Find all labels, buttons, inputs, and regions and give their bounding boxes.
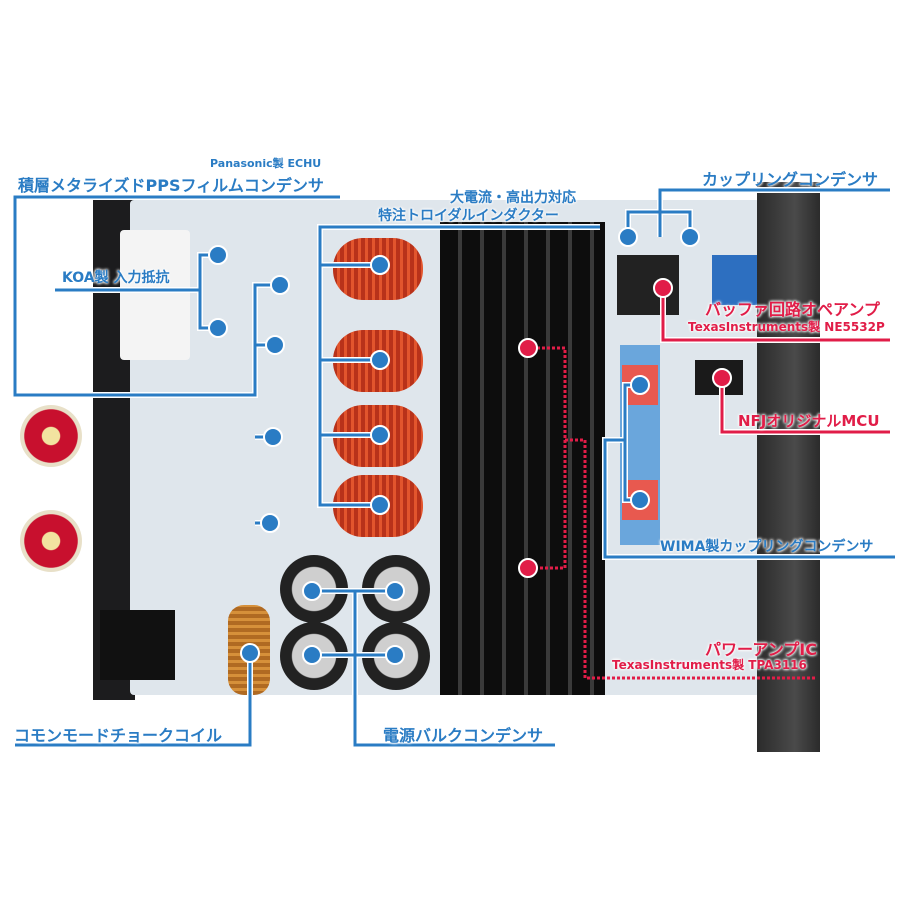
speaker-terminal — [20, 405, 82, 467]
marker-dot — [265, 335, 285, 355]
film-cap-leader — [13, 195, 340, 525]
coupling-leader — [626, 188, 890, 237]
marker-dot — [518, 558, 538, 578]
bulk-leader — [312, 589, 555, 747]
label-inductor-line1: 大電流・高出力対応 — [450, 190, 576, 206]
label-buffer-opamp: バッファ回路オペアンプ — [705, 300, 880, 319]
label-inductor-line2: 特注トロイダルインダクター — [378, 208, 559, 224]
marker-dot — [208, 318, 228, 338]
label-input-resistor: KOA製 入力抵抗 — [62, 270, 170, 286]
rca-input-jacks — [120, 230, 190, 360]
label-buffer-opamp-part: TexasInstruments製 NE5532P — [688, 320, 885, 334]
inductor-leader — [318, 225, 600, 507]
label-choke: コモンモードチョークコイル — [14, 726, 223, 745]
opamp-leader — [661, 288, 890, 342]
marker-dot — [240, 643, 260, 663]
marker-dot — [630, 375, 650, 395]
label-power-amp: パワーアンプIC — [705, 640, 817, 659]
marker-dot — [712, 368, 732, 388]
label-coupling-cap: カップリングコンデンサ — [702, 170, 879, 189]
marker-dot — [302, 581, 322, 601]
resistor-leader — [55, 253, 218, 330]
marker-dot — [680, 227, 700, 247]
marker-dot — [302, 645, 322, 665]
dc-jack — [100, 610, 175, 680]
label-power-amp-part: TexasInstruments製 TPA3116 — [612, 658, 807, 672]
marker-dot — [618, 227, 638, 247]
marker-dot — [370, 425, 390, 445]
right-panel — [757, 182, 820, 752]
marker-dot — [518, 338, 538, 358]
volume-pot — [712, 255, 757, 305]
marker-dot — [370, 255, 390, 275]
label-mcu: NFJオリジナルMCU — [738, 412, 880, 430]
marker-dot — [385, 581, 405, 601]
label-wima-cap: WIMA製カップリングコンデンサ — [660, 539, 874, 555]
amp-ic-leader — [528, 346, 815, 680]
marker-dot — [270, 275, 290, 295]
marker-dot — [385, 645, 405, 665]
marker-dot — [260, 513, 280, 533]
marker-dot — [653, 278, 673, 298]
heatsink — [440, 222, 605, 695]
choke-leader — [15, 653, 252, 747]
label-film-cap: 積層メタライズドPPSフィルムコンデンサ — [18, 176, 324, 195]
marker-dot — [370, 350, 390, 370]
label-film-cap-brand: Panasonic製 ECHU — [210, 157, 322, 170]
marker-dot — [208, 245, 228, 265]
marker-dot — [630, 490, 650, 510]
marker-dot — [263, 427, 283, 447]
label-bulk-cap: 電源バルクコンデンサ — [383, 726, 544, 745]
speaker-terminal — [20, 510, 82, 572]
mcu-leader — [720, 378, 890, 434]
marker-dot — [370, 495, 390, 515]
